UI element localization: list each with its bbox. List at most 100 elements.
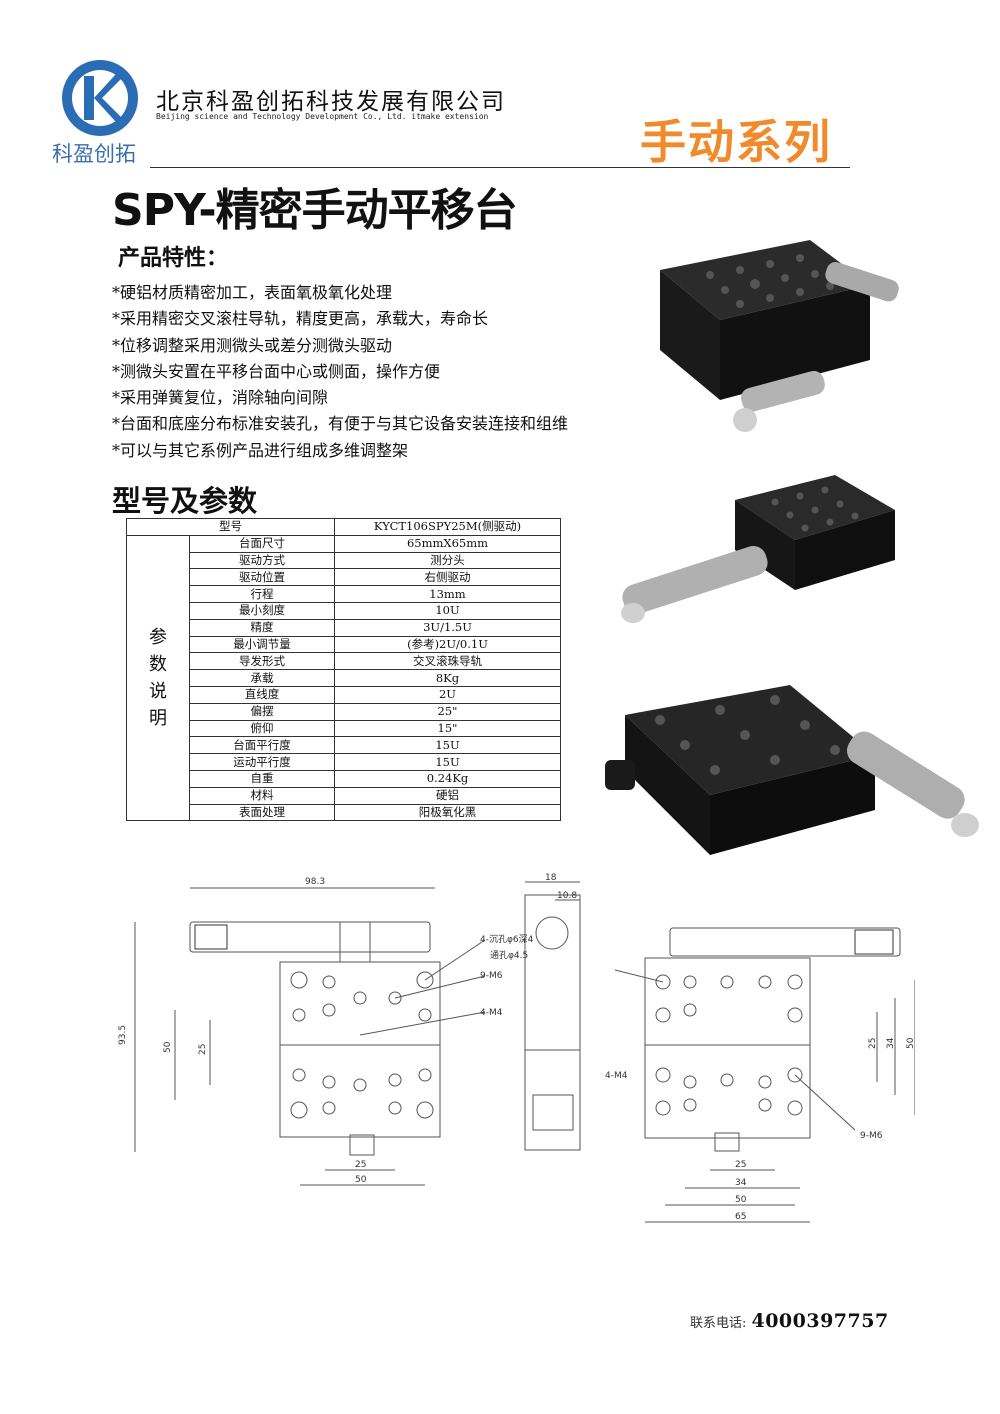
contact-footer: 联系电话: 4000397757 (690, 1310, 889, 1332)
company-logo: 科盈创拓 (52, 58, 152, 168)
note-label: 4-沉孔φ6深4 (480, 934, 534, 945)
phone-label: 联系电话: (690, 1316, 747, 1331)
note-label: 4-M4 (605, 1071, 628, 1081)
param-name: 自重 (189, 769, 335, 788)
param-value: 25" (334, 702, 561, 721)
product-photo-1 (660, 240, 899, 432)
param-value: 10U (334, 601, 561, 620)
table-row: 参数说明 台面尺寸 65mmX65mm (126, 534, 561, 822)
param-value: 65mmX65mm (334, 534, 561, 553)
param-value: 2U (334, 685, 561, 704)
dim-label: 50 (735, 1195, 747, 1205)
company-name-cn: 北京科盈创拓科技发展有限公司 (156, 89, 506, 115)
param-name: 导发形式 (189, 652, 335, 671)
dim-label: 10.8 (557, 891, 577, 901)
dim-label: 65 (735, 1212, 746, 1222)
dim-label: 50 (906, 1037, 915, 1049)
feature-item: *位移调整采用测微头或差分测微头驱动 (112, 335, 393, 355)
section-label: 参数说明 (149, 627, 167, 730)
param-name: 最小调节量 (189, 635, 335, 654)
product-photo-3 (605, 685, 979, 855)
table-row: 材料硬铝 (127, 786, 561, 805)
technical-drawing: 98.3 93.5 50 25 25 50 18 10.8 4-沉孔φ6深4 通… (118, 873, 915, 1223)
feature-item: *采用精密交叉滚柱导轨，精度更高，承载大，寿命长 (112, 309, 489, 329)
dim-label: 25 (355, 1160, 366, 1170)
dim-label: 93.5 (118, 1025, 128, 1045)
series-title: 手动系列 (640, 115, 832, 169)
param-value: 右侧驱动 (334, 568, 561, 587)
logo-k-mark (62, 60, 138, 136)
param-value: 15U (334, 736, 561, 755)
param-value: 15" (334, 719, 561, 738)
param-value: 3U/1.5U (334, 618, 561, 637)
feature-item: *采用弹簧复位，消除轴向间隙 (112, 388, 329, 408)
param-name: 偏摆 (189, 702, 335, 721)
model-label-cell: 型号 (126, 518, 335, 536)
note-label: 9-M6 (480, 971, 503, 981)
param-name: 精度 (189, 618, 335, 637)
table-row: 驱动位置右侧驱动 (127, 568, 561, 587)
param-name: 运动平行度 (189, 753, 335, 771)
phone-number: 4000397757 (751, 1310, 889, 1332)
feature-item: *测微头安置在平移台面中心或侧面，操作方便 (112, 361, 441, 381)
note-label: 9-M6 (860, 1131, 883, 1141)
param-name: 直线度 (189, 685, 335, 704)
table-row: 导发形式交叉滚珠导轨 (127, 652, 561, 671)
feature-item: *可以与其它系例产品进行组成多维调整架 (112, 440, 409, 460)
model-value-cell: KYCT106SPY25M(侧驱动) (334, 518, 561, 536)
param-name: 驱动位置 (189, 568, 335, 587)
table-row: 驱动方式测分头 (127, 551, 561, 570)
note-label: 通孔φ4.5 (490, 950, 528, 961)
params-heading: 型号及参数 (112, 484, 258, 518)
note-label: 4-M4 (480, 1008, 503, 1018)
param-value: 8Kg (334, 669, 561, 687)
param-value: 硬铝 (334, 786, 561, 805)
section-label-cell: 参数说明 (126, 534, 190, 822)
dim-label: 25 (735, 1160, 746, 1170)
feature-item: *台面和底座分布标准安装孔，有便于与其它设备安装连接和组维 (112, 414, 569, 434)
param-name: 台面尺寸 (189, 534, 335, 553)
param-value: 15U (334, 753, 561, 771)
dim-label: 25 (198, 1044, 208, 1055)
param-name: 最小刻度 (189, 601, 335, 620)
company-name-en: Beijing science and Technology Developme… (156, 112, 489, 121)
param-value: 测分头 (334, 551, 561, 570)
spec-table: 型号 KYCT106SPY25M(侧驱动) 参数说明 台面尺寸 65mmX65m… (126, 518, 561, 822)
dim-label: 18 (545, 873, 557, 883)
features-list: *硬铝材质精密加工，表面氧极氧化处理 *采用精密交叉滚柱导轨，精度更高，承载大，… (112, 280, 568, 464)
dim-label: 25 (868, 1038, 878, 1049)
feature-item: *硬铝材质精密加工，表面氧极氧化处理 (112, 283, 393, 302)
param-value: 交叉滚珠导轨 (334, 652, 561, 671)
param-value: 0.24Kg (334, 769, 561, 788)
table-row: 型号 KYCT106SPY25M(侧驱动) (126, 518, 561, 536)
param-name: 表面处理 (189, 803, 335, 822)
param-value: (参考)2U/0.1U (334, 635, 561, 654)
param-name: 驱动方式 (189, 551, 335, 570)
param-name: 台面平行度 (189, 736, 335, 755)
product-title: SPY-精密手动平移台 (112, 185, 518, 236)
param-value: 阳极氧化黑 (334, 803, 561, 822)
table-row: 表面处理阳极氧化黑 (127, 803, 561, 822)
table-row: 最小调节量(参考)2U/0.1U (127, 635, 561, 654)
param-name: 承载 (189, 669, 335, 687)
param-name: 行程 (189, 585, 335, 603)
product-photo-2 (621, 475, 895, 623)
param-value: 13mm (334, 585, 561, 603)
dim-label: 50 (163, 1041, 173, 1053)
features-heading: 产品特性： (118, 246, 229, 271)
dim-label: 50 (355, 1175, 367, 1185)
param-name: 俯仰 (189, 719, 335, 738)
dim-label: 34 (735, 1178, 747, 1188)
param-name: 材料 (189, 786, 335, 805)
front-view-plate (279, 961, 441, 1138)
